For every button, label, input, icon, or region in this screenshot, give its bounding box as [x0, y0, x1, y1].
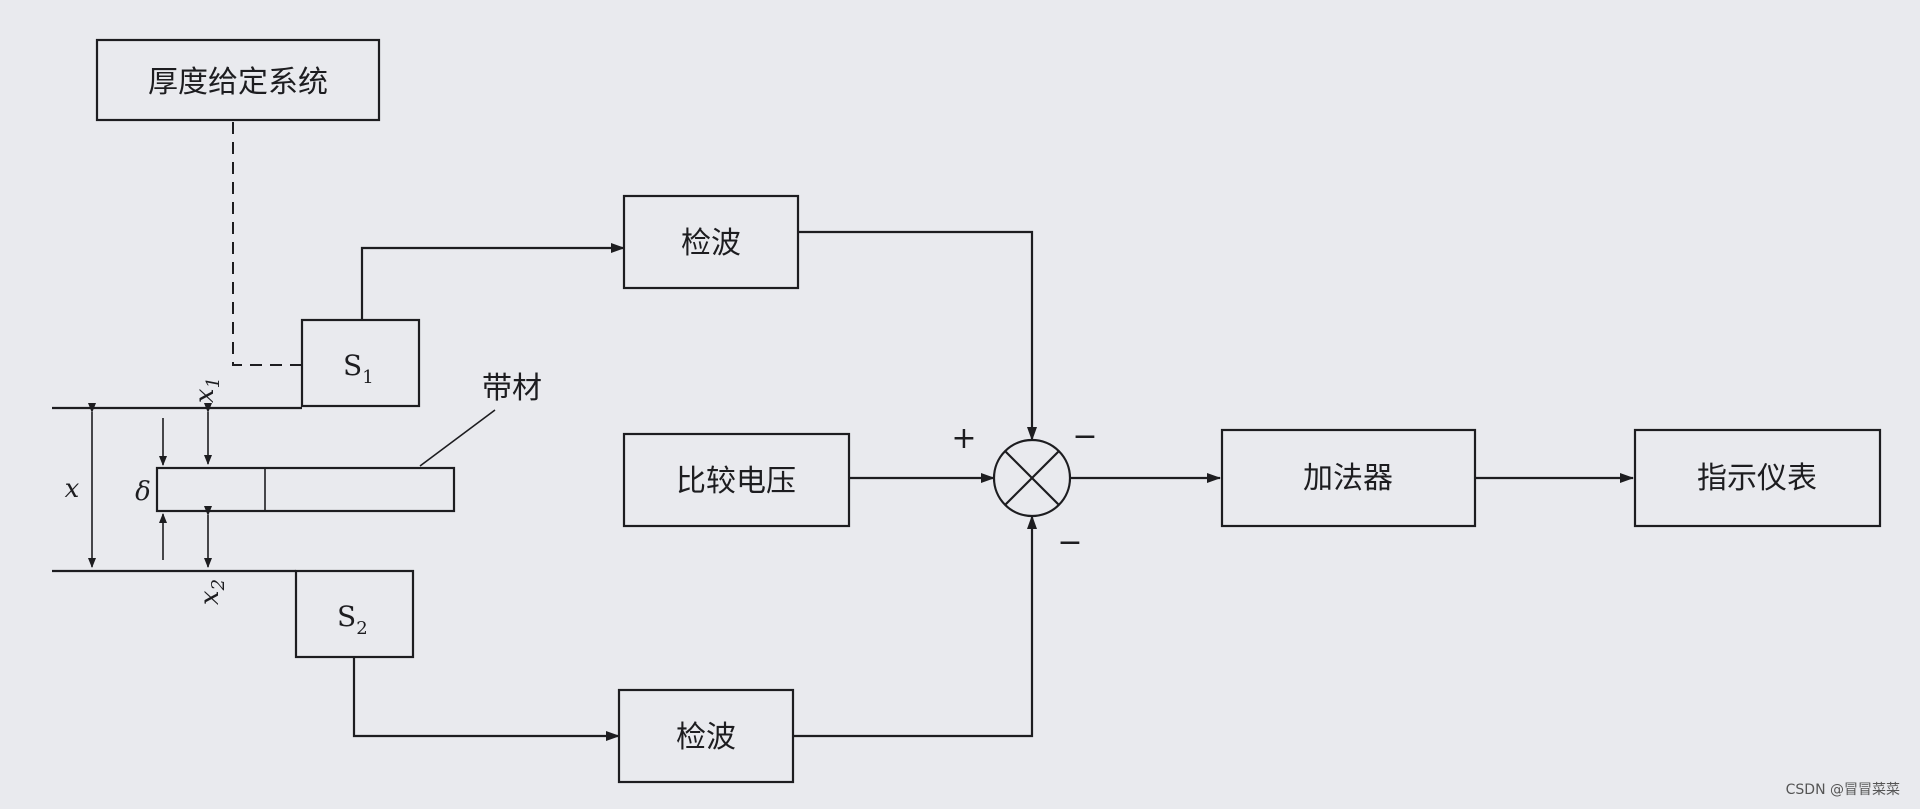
- strip-leader-line: [419, 409, 496, 467]
- indicator-label: 指示仪表: [1697, 461, 1817, 496]
- strip-material: [155, 466, 456, 513]
- top-detector-to-sum-arrow: [798, 230, 1037, 441]
- thickness-setting-block: 厚度给定系统: [95, 38, 381, 122]
- setting-dashed-link: [232, 122, 302, 366]
- delta-symbol: δ: [135, 477, 151, 507]
- bottom-detector-to-sum-arrow: [793, 515, 1037, 738]
- sensor-s1: S1: [300, 318, 421, 408]
- thickness-setting-label: 厚度给定系统: [148, 65, 328, 100]
- strip-label: 带材: [482, 371, 542, 406]
- watermark: CSDN @冒冒菜菜: [1786, 782, 1900, 798]
- plus-sign-left: +: [951, 421, 976, 456]
- multiply-cross-icon: [1004, 450, 1060, 506]
- x-symbol: x: [65, 474, 80, 504]
- indicator-block: 指示仪表: [1633, 428, 1882, 528]
- adder-label: 加法器: [1303, 461, 1393, 496]
- compare-voltage-block: 比较电压: [622, 432, 851, 528]
- sensor-s2-label: S2: [337, 600, 368, 639]
- minus-sign-bottom: −: [1057, 525, 1082, 560]
- sensor-s2: S2: [294, 569, 415, 659]
- detector-bottom-label: 检波: [676, 720, 736, 755]
- s1-to-detector-arrow: [360, 243, 625, 320]
- detector-top-label: 检波: [681, 226, 741, 261]
- sensor-s1-label: S1: [343, 349, 374, 388]
- detector-bottom-block: 检波: [617, 688, 795, 784]
- detector-top-block: 检波: [622, 194, 800, 290]
- summing-junction: [992, 438, 1072, 518]
- s2-to-detector-arrow: [352, 657, 620, 741]
- x1-symbol: x1: [190, 377, 224, 403]
- compare-voltage-label: 比较电压: [676, 464, 796, 499]
- strip-geometry: 带材 x δ x1 x2: [52, 371, 542, 605]
- adder-block: 加法器: [1220, 428, 1477, 528]
- x2-symbol: x2: [195, 579, 229, 605]
- minus-sign-right: −: [1072, 419, 1097, 454]
